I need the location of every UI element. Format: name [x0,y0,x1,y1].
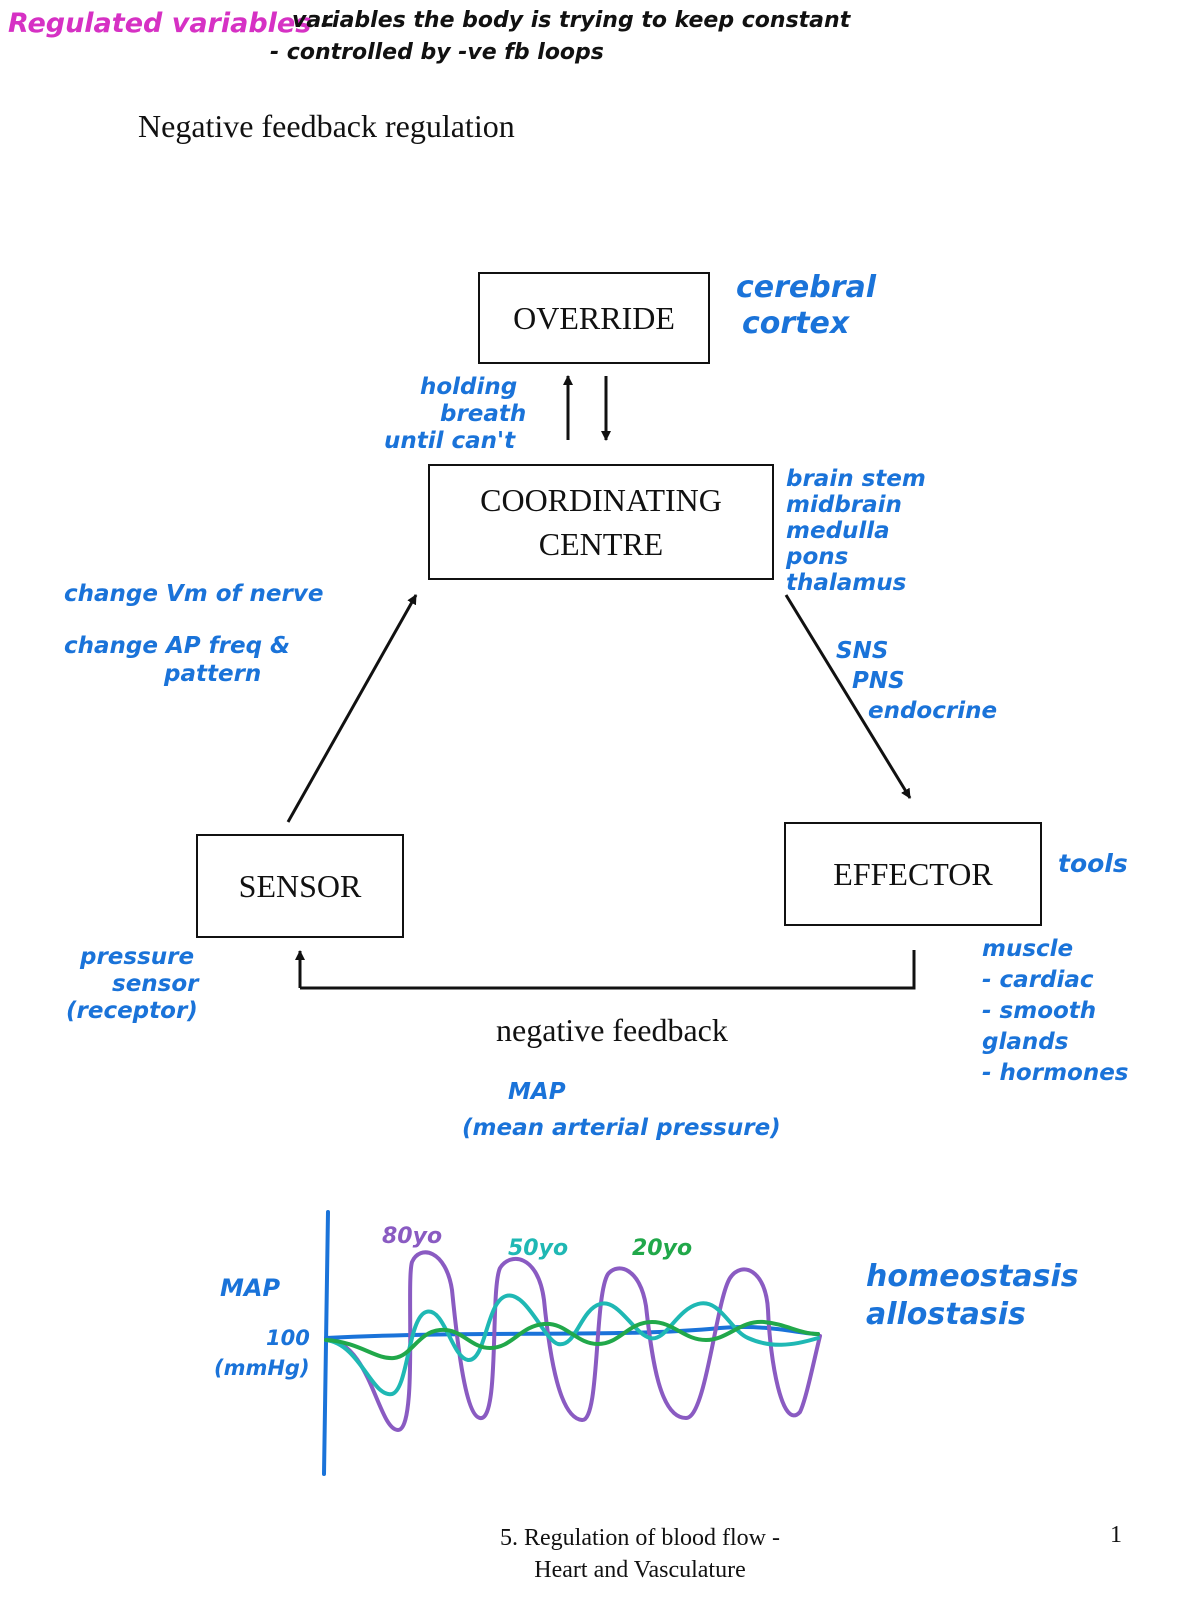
graph-line-80yo [324,1250,822,1433]
graph-tick-value: 100 [266,1326,310,1350]
side-term-2: allostasis [866,1297,1026,1332]
sensor-below-line3: (receptor) [66,998,198,1024]
side-term-1: homeostasis [866,1259,1079,1294]
sensor-to-cc-line3: pattern [164,661,262,687]
map-note: MAP (mean arterial pressure) [462,1074,781,1146]
footer-course-info: 5. Regulation of blood flow - Heart and … [420,1522,860,1586]
negative-feedback-loop-line [300,950,916,990]
sensor-to-cc-note: change Vm of nerve change AP freq & patt… [64,580,323,688]
graph-line-50yo [324,1293,820,1397]
page-number: 1 [1110,1522,1122,1548]
override-side-line1: cerebral [736,270,877,305]
footer-line1: 5. Regulation of blood flow - [500,1525,780,1551]
cc-to-effector-line1: SNS [836,638,889,664]
brain-region-2: midbrain [786,492,902,518]
graph-line-20yo [324,1319,820,1361]
cc-to-effector-line3: endocrine [868,698,998,724]
age-label-20yo: 20yo [632,1236,693,1261]
override-box: OVERRIDE [478,272,710,364]
footer-line2: Heart and Vasculature [534,1557,746,1583]
header-term: Regulated variables – [8,8,334,39]
sensor-box: SENSOR [196,834,404,938]
sensor-below-line2: sensor [112,971,199,997]
effector-box: EFFECTOR [784,822,1042,926]
override-arrow-line3: until can't [384,428,516,454]
cerebral-cortex-note: cerebral cortex [736,270,876,342]
age-label-80yo: 80yo [382,1224,443,1249]
cc-to-effector-note: SNS PNS endocrine [836,636,997,726]
cc-to-effector-line2: PNS [852,668,905,694]
sensor-below-line1: pressure [80,944,195,970]
coordinating-centre-box: COORDINATING CENTRE [428,464,774,580]
negative-feedback-label: negative feedback [496,1012,728,1048]
effector-component-3: - smooth [982,998,1097,1024]
homeostasis-note: homeostasis allostasis [866,1258,1079,1334]
pressure-sensor-note: pressure sensor (receptor) [66,944,199,1025]
override-arrow-line1: holding [420,374,518,400]
brain-region-1: brain stem [786,466,926,492]
graph-y-axis [322,1210,330,1476]
override-arrow-line2: breath [440,401,527,427]
tools-note: tools [1058,849,1128,878]
header-definition-line1: variables the body is trying to keep con… [292,8,851,33]
effector-component-1: muscle [982,936,1074,962]
map-note-line2: (mean arterial pressure) [462,1115,781,1141]
override-side-line2: cortex [742,306,850,341]
brain-regions-note: brain stem midbrain medulla pons thalamu… [786,466,926,596]
effector-component-2: - cardiac [982,967,1094,993]
arrow-sensor-to-cc [286,594,418,823]
regulated-variables-term: Regulated variables [8,8,312,39]
header-definition-line2: - controlled by -ve fb loops [270,40,604,65]
coordinating-label-line2: CENTRE [538,526,664,562]
holding-breath-note: holding breath until can't [384,374,526,455]
effector-component-4: glands [982,1029,1069,1055]
graph-y-label: MAP [220,1274,281,1302]
sensor-to-cc-line2: change AP freq & [64,633,291,659]
effector-label: EFFECTOR [833,856,993,892]
header-dash: – [311,8,335,39]
override-label: OVERRIDE [513,300,675,336]
graph-line-baseline [324,1325,820,1340]
brain-region-4: pons [786,544,849,570]
map-note-line1: MAP [508,1079,566,1105]
graph-tick-unit: (mmHg) [214,1356,310,1380]
page-title: Negative feedback regulation [138,108,515,144]
brain-region-5: thalamus [786,570,907,596]
brain-region-3: medulla [786,518,890,544]
effector-component-5: - hormones [982,1060,1129,1086]
age-label-50yo: 50yo [508,1236,569,1261]
sensor-to-cc-line1: change Vm of nerve [64,581,324,607]
effector-components-note: muscle - cardiac - smooth glands - hormo… [982,934,1129,1089]
coordinating-label-line1: COORDINATING [480,482,722,518]
sensor-label: SENSOR [238,868,362,904]
arrow-cc-to-effector [784,594,912,799]
